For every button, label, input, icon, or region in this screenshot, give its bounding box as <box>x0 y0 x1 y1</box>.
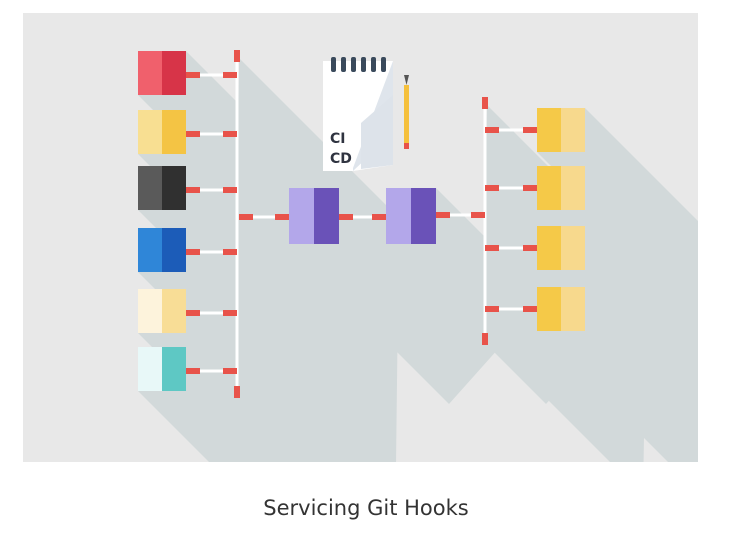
pipeline-box <box>386 188 436 244</box>
connector <box>339 214 386 220</box>
connector <box>485 185 537 191</box>
source-box <box>138 228 186 272</box>
pipe-segment <box>186 250 237 254</box>
connector <box>485 245 537 251</box>
connector <box>186 368 237 374</box>
boxes <box>138 51 585 391</box>
pipe-segment <box>485 246 537 250</box>
target-box <box>537 108 585 152</box>
pipe-segment <box>186 73 237 77</box>
pipe-segment <box>485 307 537 311</box>
pipe-segment <box>186 132 237 136</box>
notepad-icon: CI CD <box>323 57 393 171</box>
pipe-cap <box>482 333 488 345</box>
long-shadow <box>138 228 346 432</box>
pipe-cap <box>234 386 240 398</box>
pipeline-box <box>289 188 339 244</box>
source-box <box>138 166 186 210</box>
vertical-pipe <box>483 105 487 337</box>
connector <box>485 127 537 133</box>
pipe-segment <box>186 369 237 373</box>
connector <box>186 131 237 137</box>
caption: Servicing Git Hooks <box>263 496 469 520</box>
pipes <box>186 58 537 390</box>
long-shadow <box>138 166 346 370</box>
pipe-segment <box>436 213 485 217</box>
connector <box>186 72 237 78</box>
pipe-segment <box>186 188 237 192</box>
pencil-icon <box>404 75 409 149</box>
source-box <box>138 110 186 154</box>
long-shadow <box>289 188 499 404</box>
long-shadow <box>138 289 346 462</box>
connector <box>186 249 237 255</box>
source-box <box>138 51 186 95</box>
git-hooks-illustration: CI CD <box>23 13 698 462</box>
vertical-pipe <box>235 58 239 390</box>
notepad-line-ci: CI <box>330 131 345 147</box>
pipe-cap <box>482 97 488 109</box>
pipe-segment <box>239 215 289 219</box>
pipe-segment <box>339 215 386 219</box>
connector <box>485 306 537 312</box>
long-shadow <box>386 188 596 404</box>
long-shadow <box>138 110 346 314</box>
connector <box>186 310 237 316</box>
pipe-cap <box>234 50 240 62</box>
connector <box>239 214 289 220</box>
connector <box>186 187 237 193</box>
target-box <box>537 166 585 210</box>
target-box <box>537 226 585 270</box>
connector <box>436 212 485 218</box>
notepad-line-cd: CD <box>330 151 352 167</box>
pipe-segment <box>186 311 237 315</box>
pipe-segment <box>485 128 537 132</box>
source-box <box>138 347 186 391</box>
connectors <box>186 50 537 398</box>
source-box <box>138 289 186 333</box>
pipe-segment <box>485 186 537 190</box>
target-box <box>537 287 585 331</box>
